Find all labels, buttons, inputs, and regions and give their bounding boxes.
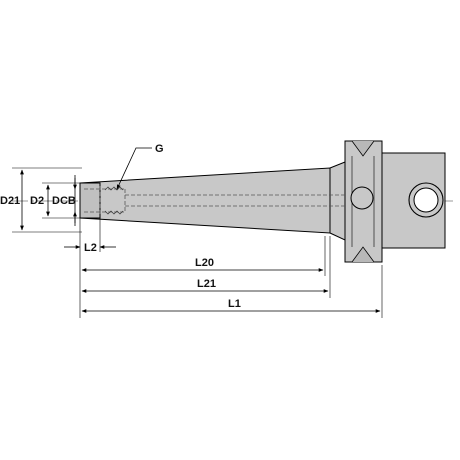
- flange-groove-bottom: [351, 246, 375, 263]
- label-l21: L21: [197, 278, 216, 290]
- label-d2: D2: [30, 195, 44, 207]
- g-leader: [116, 147, 152, 190]
- label-g: G: [155, 143, 164, 155]
- flange-groove-top: [351, 140, 375, 157]
- hidden-bore: [84, 186, 345, 215]
- label-d21: D21: [0, 195, 20, 207]
- tapered-shank: [79, 167, 331, 234]
- label-l20: L20: [195, 257, 214, 269]
- drive-hole: [350, 186, 374, 210]
- label-dcb: DCB: [52, 195, 76, 207]
- nose-collar: [79, 182, 101, 219]
- label-l1: L1: [228, 298, 241, 310]
- tail-hole-inner: [413, 187, 439, 213]
- label-l2: L2: [84, 242, 97, 254]
- transition-neck: [329, 161, 346, 241]
